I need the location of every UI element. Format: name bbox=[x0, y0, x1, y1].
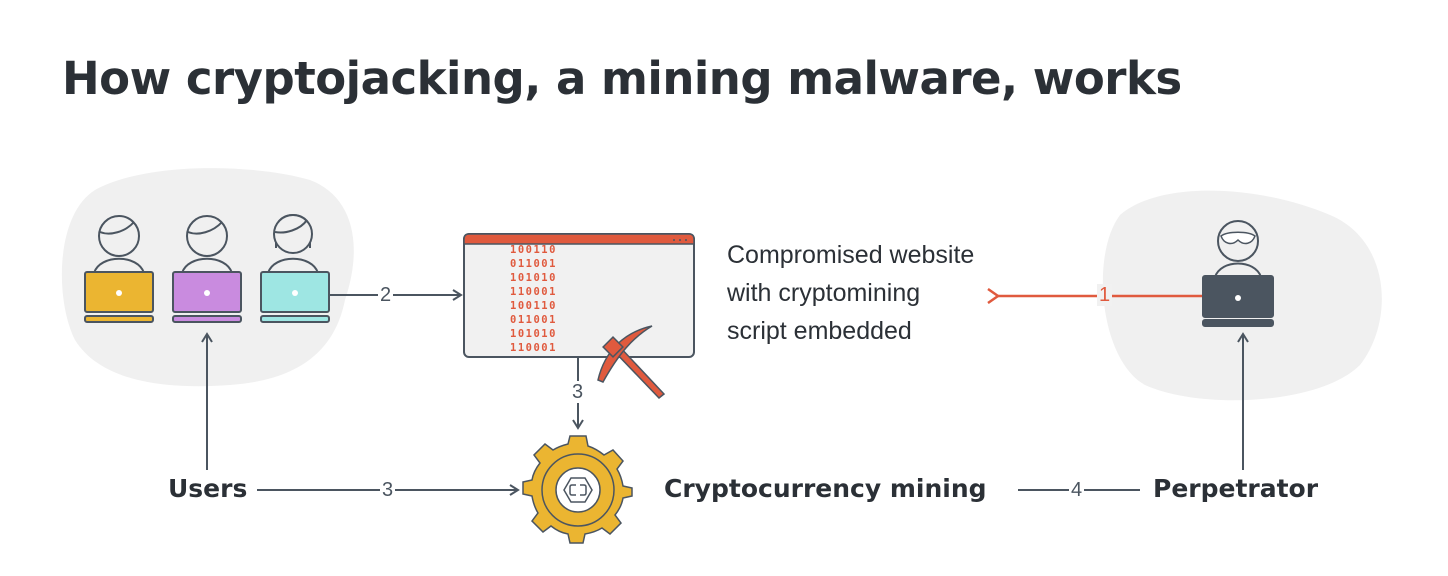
masked-hacker-icon bbox=[1202, 220, 1274, 327]
browser-window-icon bbox=[463, 233, 695, 358]
description-line: script embedded bbox=[727, 317, 912, 345]
mining-label: Cryptocurrency mining bbox=[664, 474, 987, 503]
laptop-icon bbox=[260, 271, 330, 323]
binary-line: 100110 bbox=[510, 300, 557, 312]
gear-icon bbox=[522, 435, 633, 544]
binary-script: 100110 011001 101010 110001 100110 01100… bbox=[510, 243, 557, 355]
binary-line: 011001 bbox=[510, 258, 557, 270]
step-1-label: 1 bbox=[1097, 284, 1113, 306]
binary-line: 101010 bbox=[510, 272, 557, 284]
perpetrator-label: Perpetrator bbox=[1153, 474, 1319, 503]
website-description: Compromised website with cryptomining sc… bbox=[727, 236, 974, 350]
laptop-icon bbox=[84, 271, 154, 323]
description-line: with cryptomining bbox=[727, 279, 921, 307]
laptop-icon bbox=[172, 271, 242, 323]
users-label: Users bbox=[168, 474, 248, 503]
binary-line: 100110 bbox=[510, 244, 557, 256]
binary-line: 011001 bbox=[510, 314, 557, 326]
user-male-icon bbox=[93, 215, 145, 274]
binary-line: 110001 bbox=[510, 342, 557, 354]
user-1 bbox=[84, 215, 154, 323]
pickaxe-icon bbox=[597, 325, 666, 400]
user-female-icon bbox=[267, 214, 319, 274]
user-male-icon bbox=[181, 215, 233, 274]
step-2-label: 2 bbox=[378, 284, 394, 306]
binary-line: 110001 bbox=[510, 286, 557, 298]
description-line: Compromised website bbox=[727, 241, 975, 269]
step-3-website-label: 3 bbox=[570, 381, 586, 403]
step-4-label: 4 bbox=[1069, 479, 1085, 501]
page-title: How cryptojacking, a mining malware, wor… bbox=[62, 52, 1182, 105]
user-2 bbox=[172, 215, 242, 323]
user-3 bbox=[260, 214, 330, 323]
binary-line: 101010 bbox=[510, 328, 557, 340]
step-3-users-label: 3 bbox=[380, 479, 396, 501]
